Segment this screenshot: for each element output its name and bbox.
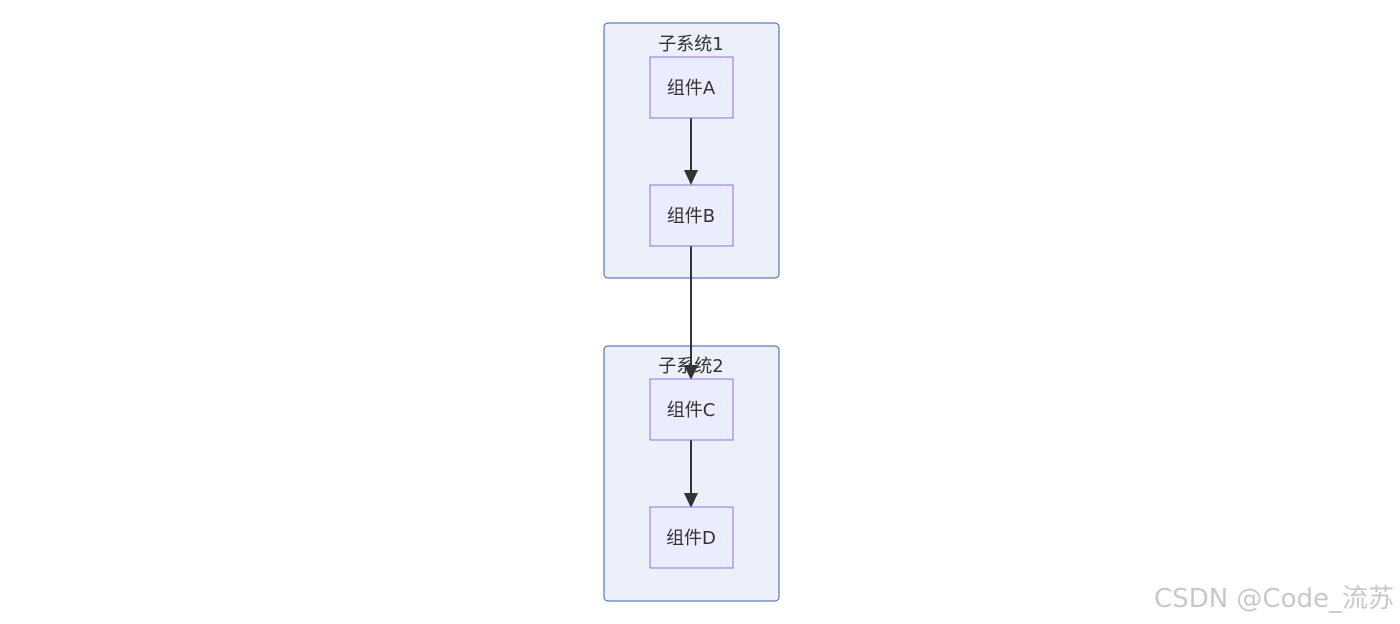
node-component-b-label: 组件B bbox=[667, 206, 715, 227]
node-component-c: 组件C bbox=[649, 378, 734, 441]
node-component-b-box bbox=[649, 184, 734, 247]
node-component-a-label: 组件A bbox=[667, 78, 716, 99]
node-component-d-label: 组件D bbox=[666, 528, 716, 549]
edge-b-to-c-arrowhead bbox=[684, 365, 698, 380]
watermark: CSDN @Code_流苏 bbox=[1154, 584, 1394, 614]
edge-c-to-d bbox=[684, 440, 698, 508]
edge-c-to-d-arrowhead bbox=[684, 493, 698, 508]
node-component-c-box bbox=[649, 378, 734, 441]
edge-a-to-b-arrowhead bbox=[684, 170, 698, 185]
edge-b-to-c bbox=[684, 246, 698, 380]
node-component-a: 组件A bbox=[649, 56, 734, 119]
cluster-subsystem-1-label: 子系统1 bbox=[658, 34, 723, 55]
edge-a-to-b bbox=[684, 118, 698, 185]
node-component-d: 组件D bbox=[649, 506, 734, 569]
node-component-a-box bbox=[649, 56, 734, 119]
node-component-b: 组件B bbox=[649, 184, 734, 247]
node-component-d-box bbox=[649, 506, 734, 569]
node-component-c-label: 组件C bbox=[667, 400, 716, 421]
